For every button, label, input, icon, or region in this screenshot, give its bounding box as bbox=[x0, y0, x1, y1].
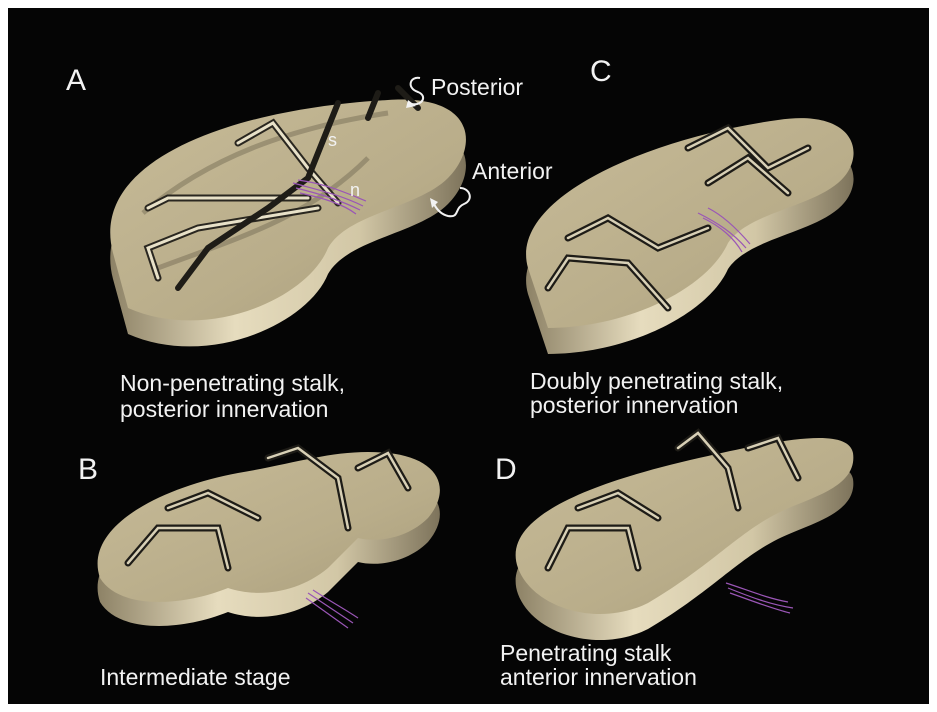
figure-panel: A B C D Posterior Anterior s n Non-penet… bbox=[8, 8, 929, 704]
panel-a-disc bbox=[110, 100, 466, 347]
panel-d-letter: D bbox=[495, 454, 517, 486]
anterior-label: Anterior bbox=[472, 158, 553, 185]
figure-illustration bbox=[8, 8, 929, 704]
stalk-label: s bbox=[328, 130, 337, 150]
panel-c-caption-line2: posterior innervation bbox=[530, 392, 738, 419]
panel-a-letter: A bbox=[66, 65, 86, 97]
panel-b-caption-line1: Intermediate stage bbox=[100, 664, 291, 691]
panel-d-caption-line2: anterior innervation bbox=[500, 664, 697, 691]
panel-c-caption-line1: Doubly penetrating stalk, bbox=[530, 368, 783, 395]
nerve-label: n bbox=[350, 180, 360, 200]
posterior-arrow bbox=[406, 78, 423, 108]
panel-d-nerve bbox=[726, 583, 793, 613]
panel-a-caption-line1: Non-penetrating stalk, bbox=[120, 370, 345, 397]
panel-c-letter: C bbox=[590, 56, 612, 88]
posterior-label: Posterior bbox=[431, 74, 523, 101]
panel-a-caption-line2: posterior innervation bbox=[120, 396, 328, 423]
panel-d-caption-line1: Penetrating stalk bbox=[500, 640, 671, 667]
panel-b-letter: B bbox=[78, 454, 98, 486]
